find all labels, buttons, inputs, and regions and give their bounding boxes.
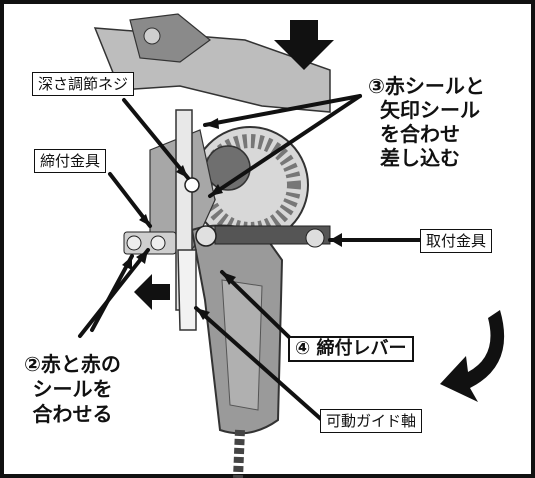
- arrow-left: [134, 274, 170, 310]
- arrowhead-step2-b: [136, 250, 148, 264]
- arrowhead-guide-shaft: [196, 308, 210, 320]
- step3-text: ③赤シールと 矢印シール を合わせ 差し込む: [368, 74, 485, 170]
- guide-shaft: [177, 249, 197, 331]
- depth-screw-head: [184, 177, 200, 193]
- arrow-rotate: [440, 310, 505, 402]
- leader-lever: [220, 270, 292, 340]
- pivot-bolt: [195, 225, 217, 247]
- leader-step2-b: [78, 248, 150, 338]
- step3-line: 差し込む: [380, 146, 460, 170]
- step2-line: 合わせる: [32, 402, 113, 426]
- arrowhead-step3-b: [210, 184, 223, 196]
- leader-depth-screw: [122, 98, 190, 180]
- tool-body-panel: [221, 279, 263, 411]
- step3-line: 矢印シール: [380, 98, 480, 122]
- step2-line: ②赤と赤の: [24, 352, 121, 376]
- arrowhead-depth-screw: [176, 165, 188, 178]
- mount-fitting-label: 取付金具: [420, 229, 493, 253]
- arrowhead-step2-a: [122, 256, 132, 270]
- arrow-down: [274, 20, 334, 70]
- mount-bolt: [305, 228, 325, 248]
- step2-line: シールを: [32, 377, 113, 401]
- leader-guide-shaft: [194, 306, 324, 422]
- guide-plate-knob: [129, 13, 211, 63]
- leader-step3-b: [208, 94, 362, 198]
- knob-screw: [143, 27, 161, 45]
- step3-line: ③赤シールと: [368, 74, 485, 98]
- movable-guide-shaft-label: 可動ガイド軸: [320, 409, 423, 433]
- arrowhead-mount: [330, 233, 342, 247]
- arrowhead-step3-a: [205, 118, 219, 129]
- step4-lever-label: ④ 締付レバー: [288, 336, 414, 362]
- arrowhead-clamp: [139, 214, 150, 226]
- step2-text: ②赤と赤の シールを 合わせる: [24, 352, 121, 427]
- arrowhead-lever: [222, 272, 236, 285]
- leader-step3-a: [203, 94, 362, 127]
- depth-screw-label: 深さ調節ネジ: [32, 72, 135, 96]
- step3-line: を合わせ: [380, 122, 460, 146]
- clamp-fitting-label: 締付金具: [34, 149, 107, 173]
- clamp-bolt-2: [150, 235, 166, 251]
- clamp-bolt-1: [126, 235, 142, 251]
- power-cord: [233, 429, 245, 478]
